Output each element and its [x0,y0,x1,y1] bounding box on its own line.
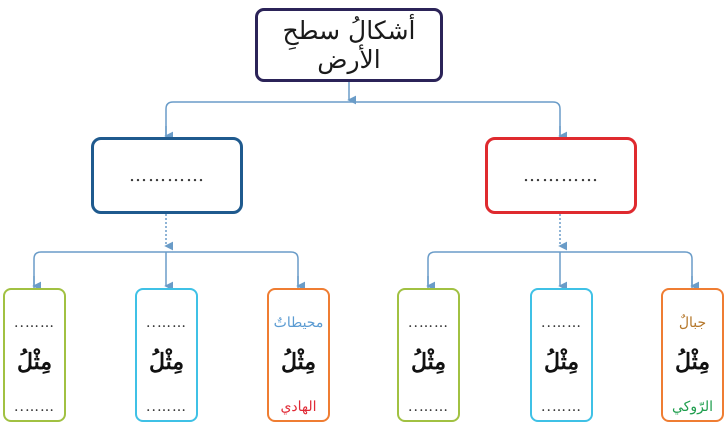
right-leaf-3: …….. مِثْلُ …….. [397,288,460,422]
leaf-bottom-text: …….. [541,399,582,415]
left-category-blank: ………… [129,165,205,186]
leaf-example-word: مِثْلُ [410,349,447,375]
right-category-blank: ………… [523,165,599,186]
leaf-example-word: مِثْلُ [148,349,185,375]
leaf-top-text: …….. [541,315,582,331]
left-category-node: ………… [91,137,243,214]
leaf-example-word: مِثْلُ [543,349,580,375]
right-category-node: ………… [485,137,637,214]
leaf-top-text: …….. [146,315,187,331]
left-leaf-3: …….. مِثْلُ …….. [3,288,66,422]
leaf-top-text: …….. [14,315,55,331]
root-node-label: أشكالُ سطحِ الأرض [282,16,416,74]
leaf-example-word: مِثْلُ [16,349,53,375]
leaf-example-word: مِثْلُ [674,349,711,375]
left-leaf-1: محيطاتٌ مِثْلُ الهادي [267,288,330,422]
leaf-bottom-text: …….. [14,399,55,415]
leaf-example-word: مِثْلُ [280,349,317,375]
leaf-bottom-text: …….. [408,399,449,415]
root-branch-bar [165,101,561,137]
leaf-top-text: …….. [408,315,449,331]
root-node: أشكالُ سطحِ الأرض [255,8,443,82]
leaf-bottom-text: الهادي [280,399,317,415]
right-leaf-2: …….. مِثْلُ …….. [530,288,593,422]
leaf-bottom-text: …….. [146,399,187,415]
leaf-bottom-text: الرّوكي [672,399,713,415]
right-leaf-1: جبالٌ مِثْلُ الرّوكي [661,288,724,422]
left-leaf-2: …….. مِثْلُ …….. [135,288,198,422]
leaf-top-text: محيطاتٌ [273,315,324,331]
leaf-top-text: جبالٌ [678,315,707,331]
